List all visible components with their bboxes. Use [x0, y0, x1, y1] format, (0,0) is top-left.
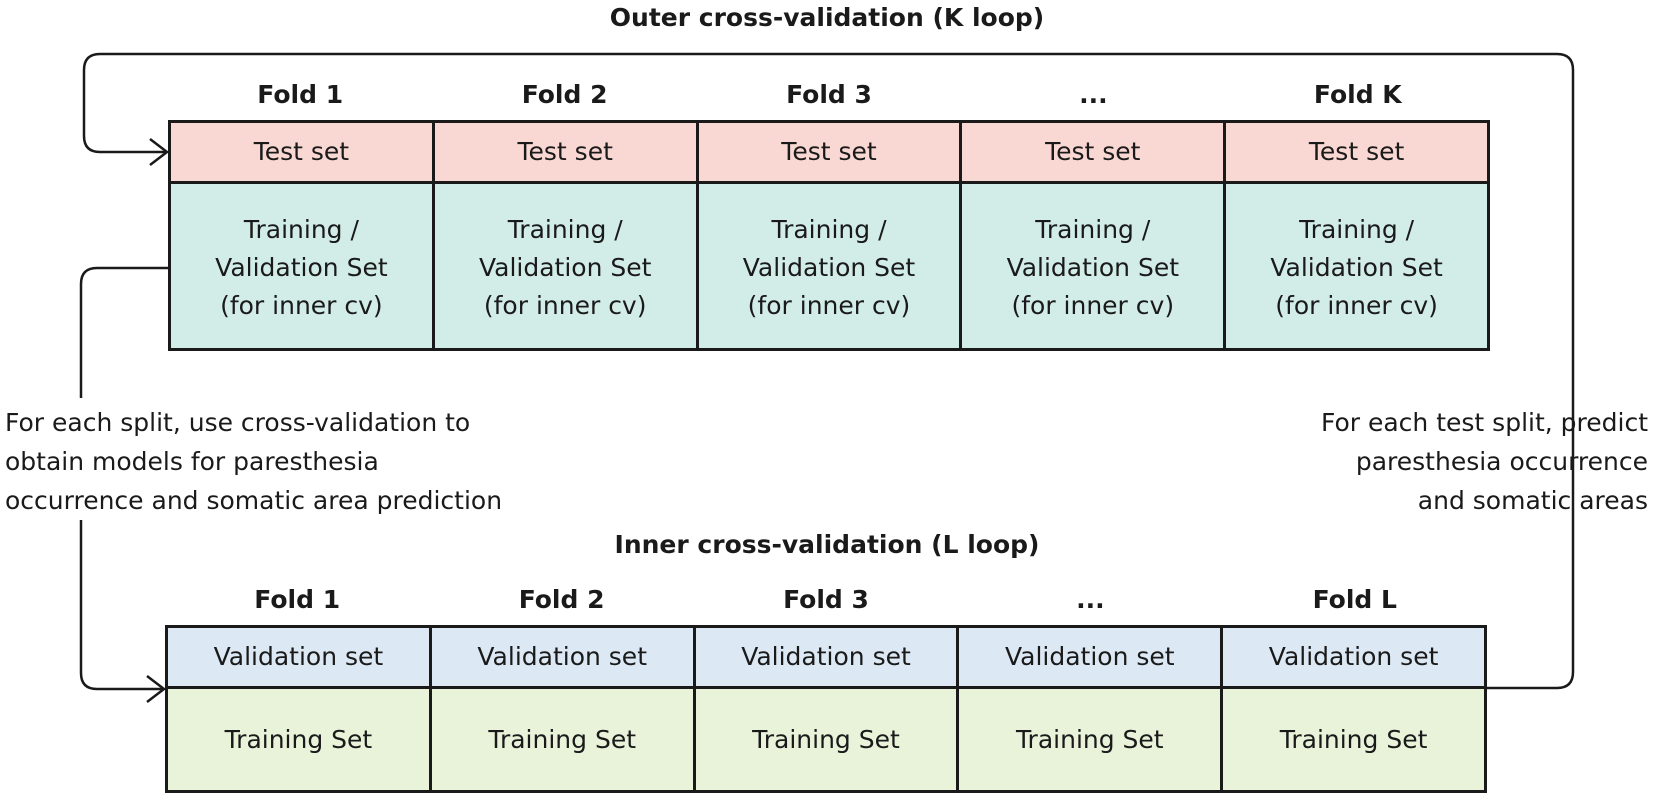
- outer-cv-note-text: For each test split, predict paresthesia…: [1320, 408, 1648, 515]
- training-set-label: Training Set: [488, 724, 637, 754]
- outer-train-val-cell: Training / Validation Set (for inner cv): [434, 184, 696, 348]
- train-val-label: Training / Validation Set (for inner cv): [215, 215, 388, 320]
- outer-fold-label: Fold K: [1313, 80, 1402, 109]
- inner-loop-connector-bottom: [79, 520, 163, 691]
- training-set-label: Training Set: [1015, 724, 1164, 754]
- inner-validation-set-cell: Validation set: [168, 628, 429, 686]
- inner-validation-set-cell: Validation set: [1223, 628, 1484, 686]
- outer-fold-grid: Test set Test set Test set Test set Test…: [168, 120, 1490, 351]
- inner-fold-grid: Validation set Validation set Validation…: [165, 625, 1487, 793]
- outer-test-set-cell: Test set: [1226, 123, 1487, 181]
- inner-training-set-cell: Training Set: [959, 689, 1221, 790]
- test-set-label: Test set: [1045, 137, 1141, 166]
- outer-loop-connector: [82, 52, 1575, 690]
- inner-fold-label: Fold 1: [254, 585, 341, 614]
- test-set-label: Test set: [1308, 137, 1405, 166]
- inner-fold-label: Fold 3: [783, 585, 869, 614]
- training-set-label: Training Set: [1279, 724, 1428, 754]
- training-set-label: Training Set: [752, 724, 900, 754]
- outer-train-val-cell: Training / Validation Set (for inner cv): [698, 184, 960, 348]
- outer-test-set-cell: Test set: [171, 123, 432, 181]
- inner-fold-label: Fold 2: [518, 585, 605, 614]
- outer-fold-label: Fold 3: [786, 80, 872, 109]
- inner-validation-set-cell: Validation set: [695, 628, 957, 686]
- outer-fold-label: ...: [1079, 80, 1108, 109]
- inner-training-set-cell: Training Set: [695, 689, 957, 790]
- validation-set-label: Validation set: [213, 642, 384, 671]
- outer-cv-note: For each test split, predict paresthesia…: [1321, 403, 1648, 520]
- validation-set-label: Validation set: [1004, 642, 1175, 671]
- inner-training-set-cell: Training Set: [431, 689, 693, 790]
- outer-fold-header-row: Fold 1 Fold 2 Fold 3 ... Fold K: [168, 80, 1490, 110]
- validation-set-label: Validation set: [741, 642, 911, 671]
- validation-set-label: Validation set: [477, 642, 647, 671]
- inner-cv-note-text: For each split, use cross-validation to …: [5, 408, 503, 515]
- outer-train-val-cell: Training / Validation Set (for inner cv): [171, 184, 432, 348]
- inner-fold-label: Fold L: [1312, 585, 1397, 614]
- inner-validation-set-cell: Validation set: [431, 628, 693, 686]
- inner-cv-title: Inner cross-validation (L loop): [614, 530, 1040, 559]
- inner-fold-label: ...: [1076, 585, 1105, 614]
- outer-test-set-cell: Test set: [434, 123, 696, 181]
- outer-test-set-cell: Test set: [698, 123, 960, 181]
- train-val-label: Training / Validation Set (for inner cv): [1006, 215, 1180, 320]
- inner-training-set-cell: Training Set: [168, 689, 429, 790]
- outer-loop-arrowhead: [149, 138, 170, 166]
- inner-loop-arrowhead: [146, 675, 167, 703]
- test-set-label: Test set: [781, 137, 877, 166]
- outer-fold-label: Fold 1: [257, 80, 344, 109]
- test-set-label: Test set: [253, 137, 350, 166]
- inner-training-set-cell: Training Set: [1223, 689, 1484, 790]
- outer-train-val-cell: Training / Validation Set (for inner cv): [962, 184, 1224, 348]
- inner-loop-connector-top: [79, 266, 168, 398]
- training-set-label: Training Set: [224, 724, 373, 754]
- test-set-label: Test set: [517, 137, 613, 166]
- train-val-label: Training / Validation Set (for inner cv): [742, 215, 916, 320]
- validation-set-label: Validation set: [1268, 642, 1439, 671]
- outer-cv-title: Outer cross-validation (K loop): [609, 3, 1045, 32]
- train-val-label: Training / Validation Set (for inner cv): [478, 215, 652, 320]
- inner-cv-note: For each split, use cross-validation to …: [5, 403, 502, 520]
- inner-fold-header-row: Fold 1 Fold 2 Fold 3 ... Fold L: [165, 585, 1487, 615]
- outer-test-set-cell: Test set: [962, 123, 1224, 181]
- outer-fold-label: Fold 2: [521, 80, 608, 109]
- outer-train-val-cell: Training / Validation Set (for inner cv): [1226, 184, 1487, 348]
- train-val-label: Training / Validation Set (for inner cv): [1270, 215, 1443, 320]
- inner-validation-set-cell: Validation set: [959, 628, 1221, 686]
